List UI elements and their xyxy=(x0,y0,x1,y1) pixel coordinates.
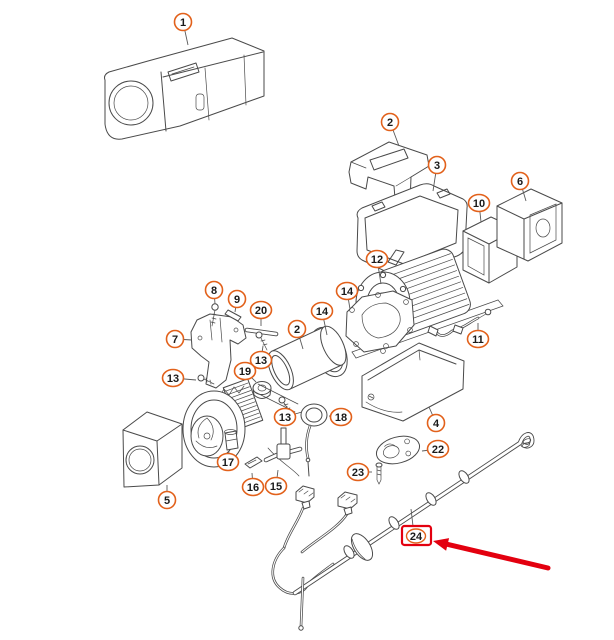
callout-number: 8 xyxy=(211,285,217,297)
callout-number: 13 xyxy=(255,355,267,367)
highlight-arrow-shaft xyxy=(442,541,551,571)
callout-number: 13 xyxy=(279,412,291,424)
callout-11[interactable]: 11 xyxy=(466,329,490,349)
callout-19[interactable]: 19 xyxy=(233,361,257,381)
callout-number: 15 xyxy=(270,481,282,493)
callout-14[interactable]: 14 xyxy=(335,281,359,301)
part-drawing-main-unit xyxy=(104,37,265,140)
callout-number: 16 xyxy=(247,482,259,494)
part-drawing-oval-gasket xyxy=(375,435,421,465)
leader-line-24 xyxy=(410,508,414,527)
callout-number: 19 xyxy=(239,366,251,378)
callout-number: 18 xyxy=(335,412,347,424)
callout-13[interactable]: 13 xyxy=(273,407,297,427)
callout-number: 10 xyxy=(473,198,485,210)
callout-10[interactable]: 10 xyxy=(467,193,491,213)
callout-13[interactable]: 13 xyxy=(249,350,273,370)
callout-9[interactable]: 9 xyxy=(227,289,247,309)
callout-number: 17 xyxy=(222,457,234,469)
callout-13[interactable]: 13 xyxy=(161,368,185,388)
callout-3[interactable]: 3 xyxy=(427,155,447,175)
callout-4[interactable]: 4 xyxy=(426,413,446,433)
highlight-arrow-head xyxy=(433,538,450,551)
callout-15[interactable]: 15 xyxy=(264,476,288,496)
part-drawing-glow-plug xyxy=(294,403,328,477)
callout-number: 23 xyxy=(352,467,364,479)
callout-22[interactable]: 22 xyxy=(426,439,450,459)
callout-8[interactable]: 8 xyxy=(204,280,224,300)
callout-number: 22 xyxy=(432,444,444,456)
callout-number: 7 xyxy=(172,334,178,346)
callout-number: 12 xyxy=(371,254,383,266)
part-drawing-bearing-cup xyxy=(252,381,272,399)
diagram-lineart xyxy=(104,37,563,631)
part-drawing-tee-fitting xyxy=(263,427,303,463)
callout-2[interactable]: 2 xyxy=(380,112,400,132)
callout-number: 24 xyxy=(410,531,423,543)
part-drawing-outlet-box xyxy=(122,411,183,488)
callout-12[interactable]: 12 xyxy=(365,249,389,269)
callout-23[interactable]: 23 xyxy=(346,462,370,482)
highlighted-callout-24[interactable]: 24 xyxy=(405,528,427,544)
callout-number: 9 xyxy=(234,294,240,306)
callout-number: 13 xyxy=(167,373,179,385)
callout-number: 14 xyxy=(341,286,354,298)
callout-number: 20 xyxy=(255,305,267,317)
part-drawing-channel-bracket xyxy=(361,342,465,422)
part-drawing-pump xyxy=(224,429,239,451)
callout-number: 1 xyxy=(180,17,186,29)
part-drawing-clip xyxy=(244,456,263,469)
callout-7[interactable]: 7 xyxy=(165,329,185,349)
callout-16[interactable]: 16 xyxy=(241,477,265,497)
callout-number: 3 xyxy=(434,160,440,172)
part-drawing-combustion-tube xyxy=(267,325,347,391)
part-drawing-bracket xyxy=(190,313,247,389)
part-drawing-duct-large xyxy=(496,188,563,262)
fastener-drawings xyxy=(197,303,291,413)
part-drawing-harness xyxy=(271,432,535,631)
callout-14[interactable]: 14 xyxy=(310,301,334,321)
callout-20[interactable]: 20 xyxy=(249,300,273,320)
callout-18[interactable]: 18 xyxy=(329,407,353,427)
callout-5[interactable]: 5 xyxy=(157,490,177,510)
callout-1[interactable]: 1 xyxy=(173,12,193,32)
callout-number: 11 xyxy=(472,334,484,346)
part-drawing-sensor-cable xyxy=(427,308,492,337)
callout-number: 4 xyxy=(433,418,440,430)
callout-2[interactable]: 2 xyxy=(287,319,307,339)
part-drawing-blower-assembly xyxy=(182,378,300,477)
highlight-annotation: 24 xyxy=(400,508,551,571)
part-drawing-gasket-plate xyxy=(345,290,415,353)
callout-number: 2 xyxy=(387,117,393,129)
callout-number: 5 xyxy=(164,495,170,507)
callout-number: 2 xyxy=(294,324,300,336)
callout-number: 6 xyxy=(517,176,523,188)
callout-6[interactable]: 6 xyxy=(510,171,530,191)
part-drawing-screw-23 xyxy=(375,462,383,485)
highlight-box xyxy=(400,524,433,547)
callout-number: 14 xyxy=(316,306,329,318)
callout-17[interactable]: 17 xyxy=(216,452,240,472)
